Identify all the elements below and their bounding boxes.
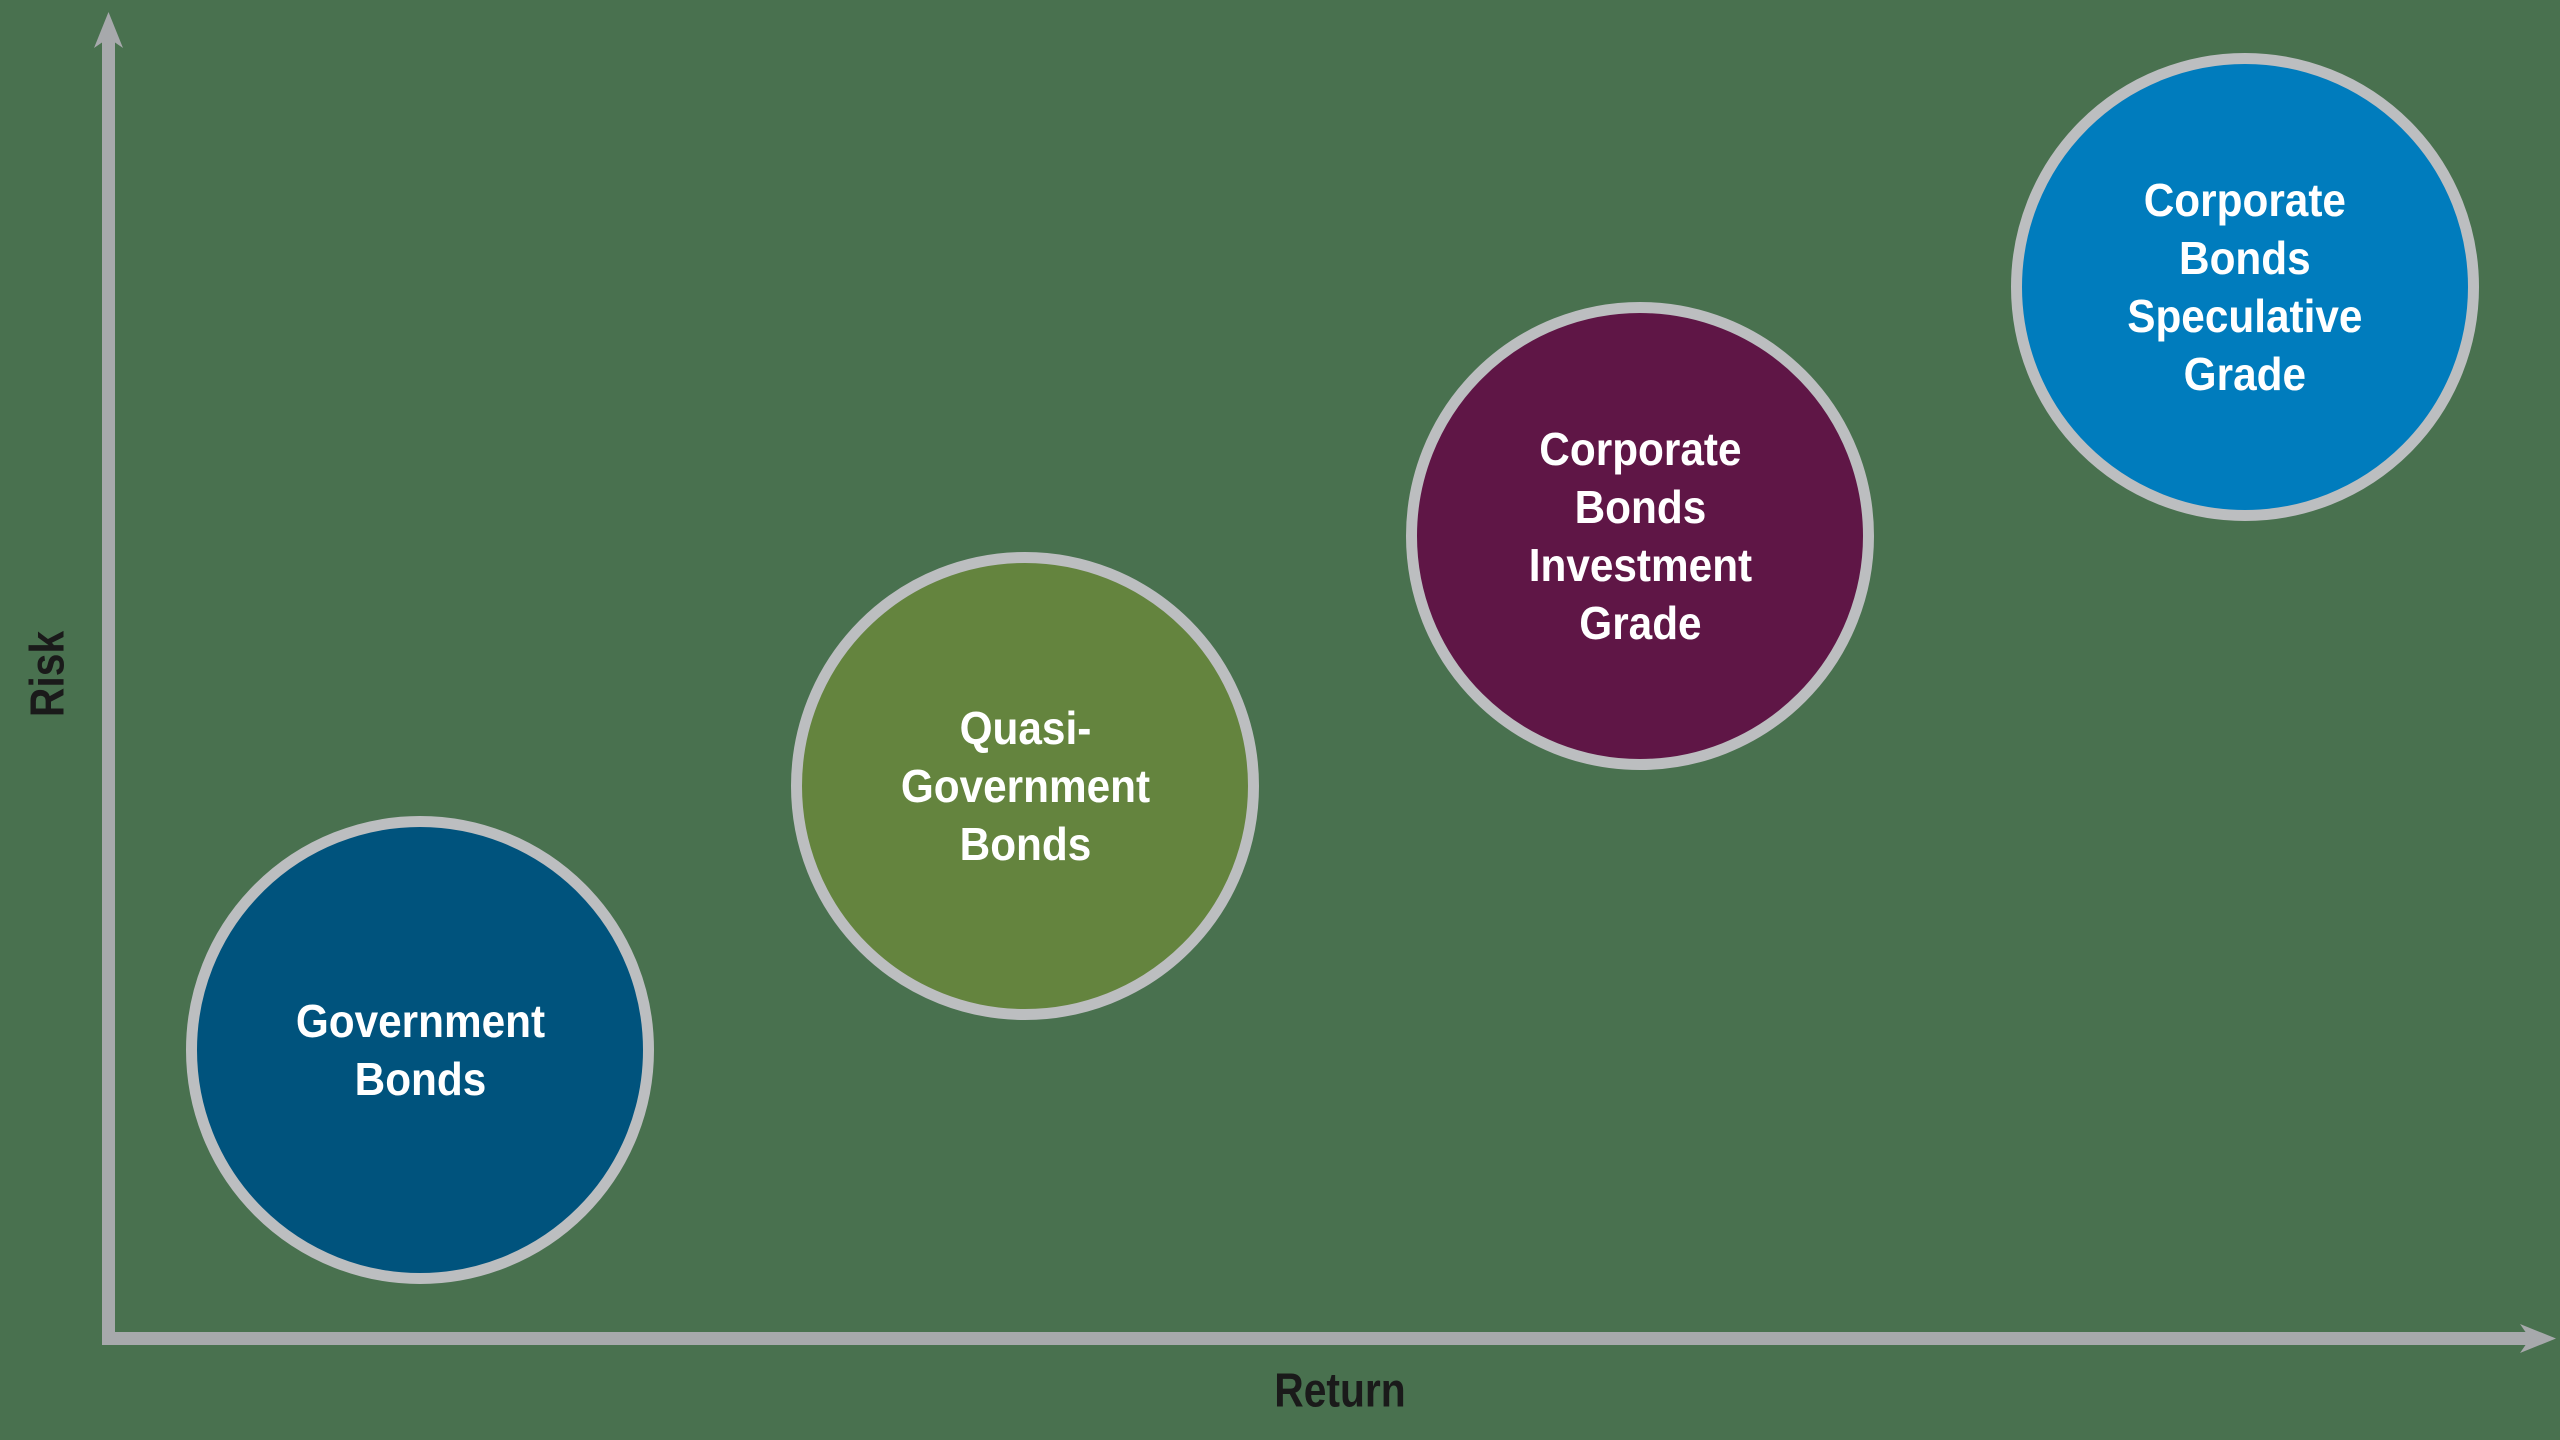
x-axis xyxy=(102,1332,2532,1345)
x-axis-label: Return xyxy=(1274,1364,1406,1418)
bubble-government-bonds: Government Bonds xyxy=(186,816,654,1284)
bubble-label: Corporate Bonds Speculative Grade xyxy=(2127,174,2363,400)
bubble-corporate-bonds-speculative-grade: Corporate Bonds Speculative Grade xyxy=(2011,53,2479,521)
bubble-label: Corporate Bonds Investment Grade xyxy=(1528,423,1752,649)
bubble-label: Quasi- Government Bonds xyxy=(900,702,1150,870)
bubble-label: Government Bonds xyxy=(295,995,545,1105)
x-axis-arrowhead-icon xyxy=(2520,1324,2556,1353)
y-axis-label: Risk xyxy=(21,630,75,718)
y-axis xyxy=(102,34,115,1345)
bubble-corporate-bonds-investment-grade: Corporate Bonds Investment Grade xyxy=(1406,302,1874,770)
bubble-quasi-government-bonds: Quasi- Government Bonds xyxy=(791,552,1259,1020)
y-axis-arrowhead-icon xyxy=(94,12,123,48)
